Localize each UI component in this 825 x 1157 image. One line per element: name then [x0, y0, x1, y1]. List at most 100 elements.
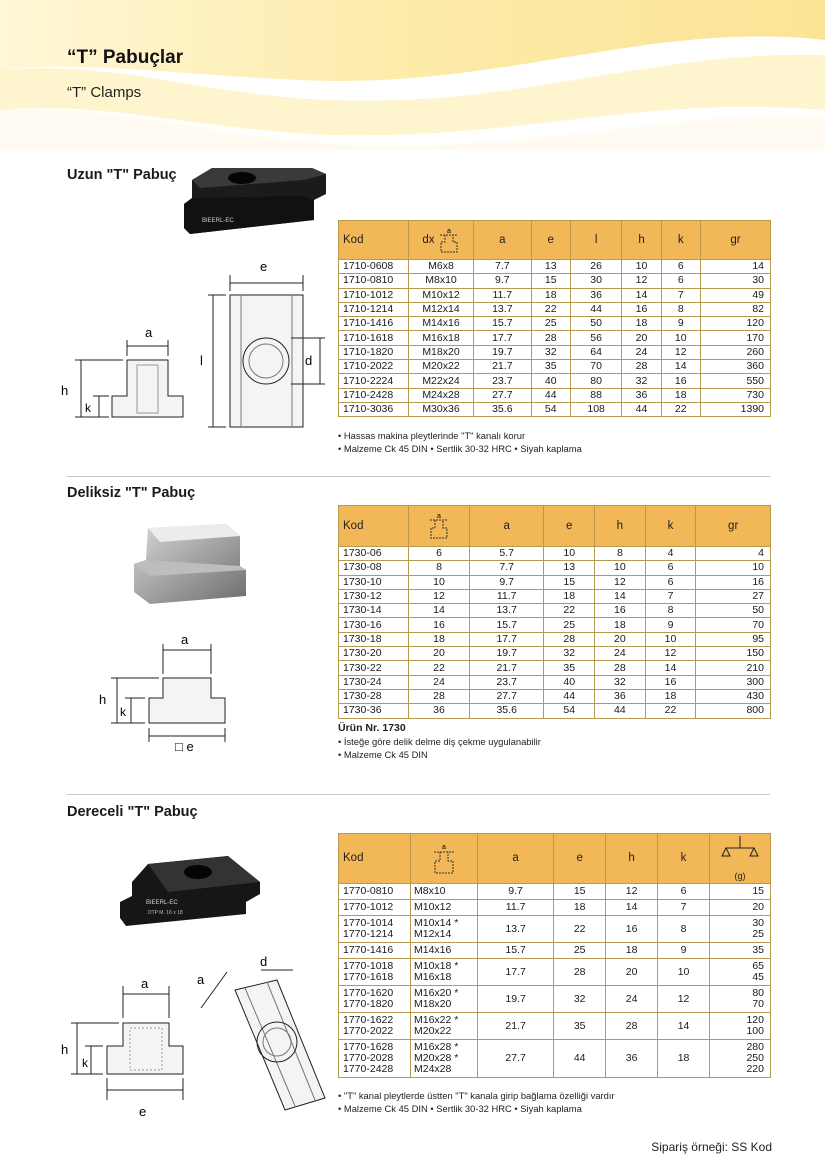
table-cell: 10: [657, 958, 710, 986]
table-cell: 8: [644, 603, 697, 619]
table-cell: M16x20 *M18x20: [410, 985, 478, 1013]
table-cell: 6: [660, 273, 701, 289]
table-cell: 4: [695, 545, 771, 562]
table-cell: 20: [709, 899, 771, 916]
col-header-a: a: [473, 220, 532, 260]
table-cell: 28: [543, 631, 596, 648]
cell-line: M16x18: [414, 971, 452, 983]
table-cell: 32: [621, 373, 662, 389]
table-cell: 24: [605, 985, 659, 1013]
dereceli-t-clamp-drawing: a h k e a d: [61, 954, 326, 1119]
col-header-l: l: [569, 220, 623, 260]
col-header-a: a: [476, 833, 555, 884]
section-title-dereceli: Dereceli "T" Pabuç: [67, 804, 198, 820]
table-cell: 36: [594, 688, 646, 705]
table-cell: 25: [553, 942, 607, 959]
table-cell: 40: [530, 373, 571, 389]
table-cell: 36: [605, 1039, 659, 1078]
col-header-slot: a: [410, 833, 478, 884]
table-cell: 9: [660, 316, 701, 332]
table-cell: M10x12: [410, 899, 478, 916]
col-header-k: k: [657, 833, 710, 884]
header-wave-background: [0, 0, 825, 150]
page-subtitle: “T” Clamps: [67, 84, 142, 101]
col-header-gr: gr: [695, 505, 771, 547]
cell-line: M24x28: [414, 1063, 452, 1075]
cell-line: M10x18 *: [414, 960, 459, 972]
table-cell: 32: [553, 985, 607, 1013]
scale-weight-icon: [721, 836, 759, 857]
table-cell: 15.7: [476, 942, 555, 959]
table-cell: 80: [569, 373, 623, 389]
t-slot-icon-label: a: [442, 844, 446, 851]
table-cell: M16x28 *M20x28 *M24x28: [410, 1039, 478, 1078]
table-cell: 10: [660, 330, 701, 346]
table-cell: 17.7: [476, 958, 555, 986]
cell-line: M10x14 *: [414, 917, 459, 929]
table-cell: 14: [644, 660, 697, 676]
table-cell: M10x12: [408, 287, 474, 303]
table-cell: 16: [695, 574, 771, 590]
table-cell: M12x14: [408, 301, 474, 318]
table-cell: 22: [644, 703, 697, 719]
table-cell: 16: [621, 301, 662, 318]
table-cell: 1730-20: [338, 646, 409, 662]
uzun-dim-k: k: [85, 401, 92, 415]
table-cell: 10: [408, 574, 470, 590]
table-cell: 18: [660, 387, 701, 403]
table-cell: 210: [695, 660, 771, 676]
table-cell: 15: [553, 883, 607, 900]
table-cell: M6x8: [408, 258, 474, 275]
table-cell: 35: [543, 660, 596, 676]
table-cell: 10: [594, 560, 646, 576]
table-cell: 22: [553, 915, 607, 943]
cell-line: 65: [752, 960, 764, 972]
table-cell: 800: [695, 703, 771, 719]
table-cell: 360: [699, 359, 772, 375]
uzun-dim-d: d: [305, 353, 312, 368]
table-cell: 6: [644, 574, 697, 590]
cell-line: 1770-1622: [343, 1014, 394, 1026]
col-header-kod: Kod: [338, 833, 411, 884]
table-cell: 14: [594, 588, 646, 605]
col-header-slot: a: [408, 505, 470, 547]
table-cell: 13: [543, 560, 596, 576]
deliksiz-t-clamp-photo: [134, 524, 246, 604]
table-cell: 22: [530, 301, 571, 318]
table-cell: 25: [530, 316, 571, 332]
table-cell: M22x24: [408, 373, 474, 389]
table-cell: 30: [699, 273, 772, 289]
table-cell: 13.7: [473, 301, 532, 318]
table-cell: 1730-14: [338, 603, 409, 619]
table-cell: 64: [569, 344, 623, 361]
table-cell: M14x16: [410, 942, 478, 959]
dereceli-dim-h: h: [61, 1042, 68, 1057]
table-cell: 36: [621, 387, 662, 403]
note-line: • İsteğe göre delik delme diş çekme uygu…: [338, 736, 541, 747]
table-cell: 24: [408, 674, 470, 690]
table-cell: 1730-36: [338, 703, 409, 719]
table-cell: 23.7: [468, 674, 545, 690]
table-cell: 1710-1012: [338, 287, 409, 303]
table-cell: 300: [695, 674, 771, 690]
table-cell: 6: [660, 258, 701, 275]
table-cell: 44: [553, 1039, 607, 1078]
table-cell: 20: [594, 631, 646, 648]
